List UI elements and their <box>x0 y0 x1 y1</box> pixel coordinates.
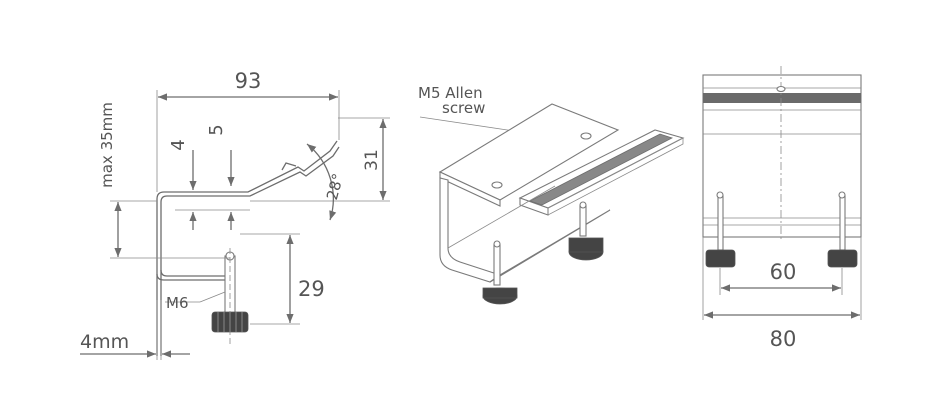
side-view: 93 max 35mm 4 5 31 28° 29 M6 <box>80 69 390 360</box>
bracket-lip <box>281 162 297 171</box>
dim-29: 29 <box>298 277 325 301</box>
side-screw <box>211 248 249 345</box>
iso-screw-right <box>568 201 604 261</box>
dim-5: 5 <box>206 124 227 135</box>
bracket-lower-arm <box>160 269 235 277</box>
callout-m5-line1: M5 Allen <box>418 84 483 102</box>
front-rail <box>703 93 861 103</box>
callout-m5-line2: screw <box>442 99 485 117</box>
front-screw-right <box>827 191 858 268</box>
front-view: 60 80 <box>702 66 862 351</box>
dim-4: 4 <box>168 139 189 150</box>
dim-angle-28: 28° <box>323 172 347 202</box>
bracket-profile <box>156 140 340 356</box>
iso-screw-left <box>482 240 518 305</box>
dim-max-35mm: max 35mm <box>98 102 116 188</box>
dim-60: 60 <box>770 260 797 284</box>
label-m6: M6 <box>166 294 189 312</box>
dim-31: 31 <box>362 149 382 171</box>
dim-80: 80 <box>770 327 797 351</box>
dim-93: 93 <box>235 69 262 93</box>
front-screw-left <box>705 191 736 268</box>
dim-4mm: 4mm <box>80 331 129 353</box>
isometric-view: M5 Allen screw <box>418 84 685 305</box>
